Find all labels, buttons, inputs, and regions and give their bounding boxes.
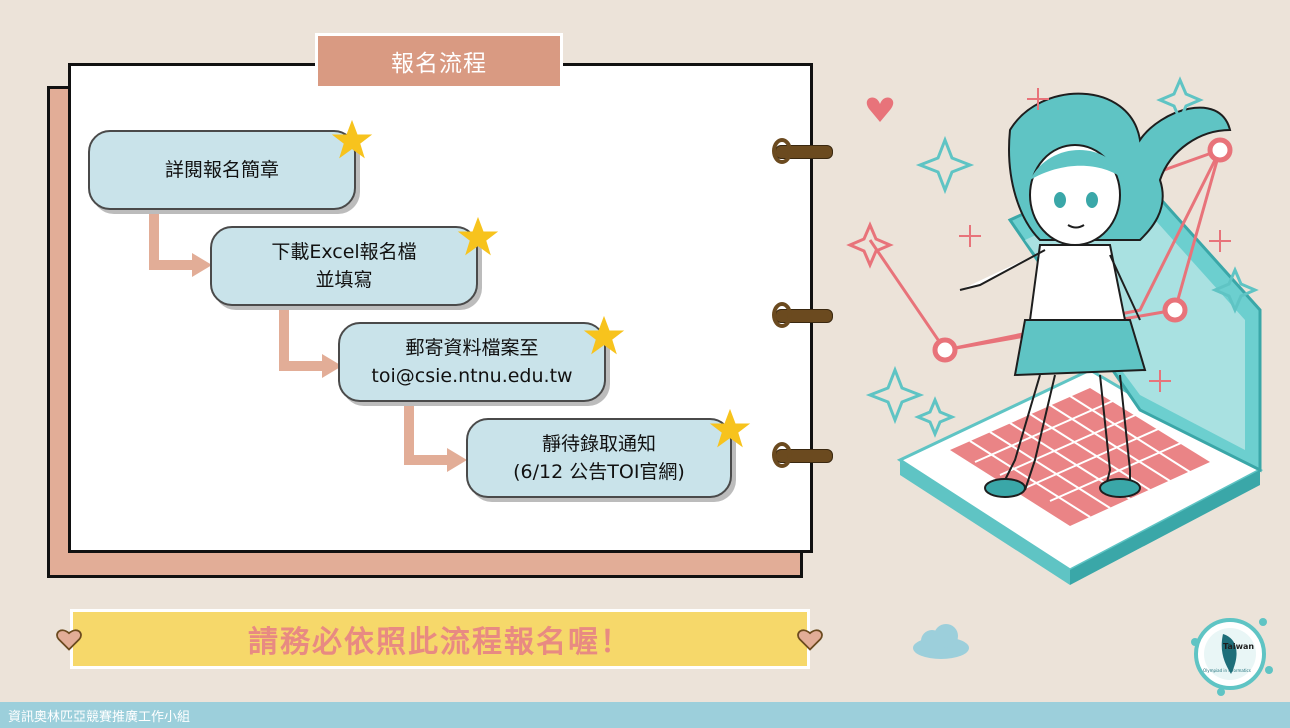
footer-text: 資訊奧林匹亞競賽推廣工作小組 <box>8 709 191 725</box>
girl-laptop-illustration <box>846 76 1264 585</box>
step-arrow-2 <box>279 304 342 378</box>
star-icon <box>331 119 373 159</box>
step-4-text-line2: (6/12 公告TOI官網) <box>513 461 685 483</box>
binder-ring-loop <box>772 138 792 164</box>
step-1-text: 詳閱報名簡章 <box>164 159 279 181</box>
heart-icon <box>56 629 82 651</box>
toi-logo: Taiwan Olympiad in Informatics <box>1185 612 1275 696</box>
footer-bar: 資訊奧林匹亞競賽推廣工作小組 <box>0 702 1290 728</box>
step-3-text-line1: 郵寄資料檔案至 <box>405 337 539 359</box>
logo-subtext: Olympiad in Informatics <box>1203 668 1251 673</box>
star-icon <box>457 216 499 256</box>
step-3-text-line2: toi@csie.ntnu.edu.tw <box>371 365 573 387</box>
binder-ring-loop <box>772 302 792 328</box>
page-title: 報名流程 <box>315 33 563 89</box>
logo-graphic <box>1191 618 1273 696</box>
step-1: 詳閱報名簡章 <box>88 130 356 210</box>
reminder-banner: 請務必依照此流程報名喔！ <box>70 609 810 669</box>
cloud-icon <box>913 624 969 659</box>
logo-text: Taiwan <box>1223 642 1255 651</box>
star-icon <box>583 315 625 355</box>
star-icon <box>709 408 751 448</box>
step-4-text-line1: 靜待錄取通知 <box>541 433 656 455</box>
step-arrow-1 <box>149 209 212 277</box>
step-4: 靜待錄取通知 (6/12 公告TOI官網) <box>466 418 732 498</box>
binder-ring-loop <box>772 442 792 468</box>
step-2: 下載Excel報名檔 並填寫 <box>210 226 478 306</box>
step-3: 郵寄資料檔案至 toi@csie.ntnu.edu.tw <box>338 322 606 402</box>
heart-icon <box>797 629 823 651</box>
step-2-text-line1: 下載Excel報名檔 <box>271 241 417 263</box>
step-2-text-line2: 並填寫 <box>315 269 373 291</box>
step-arrow-3 <box>404 402 467 472</box>
